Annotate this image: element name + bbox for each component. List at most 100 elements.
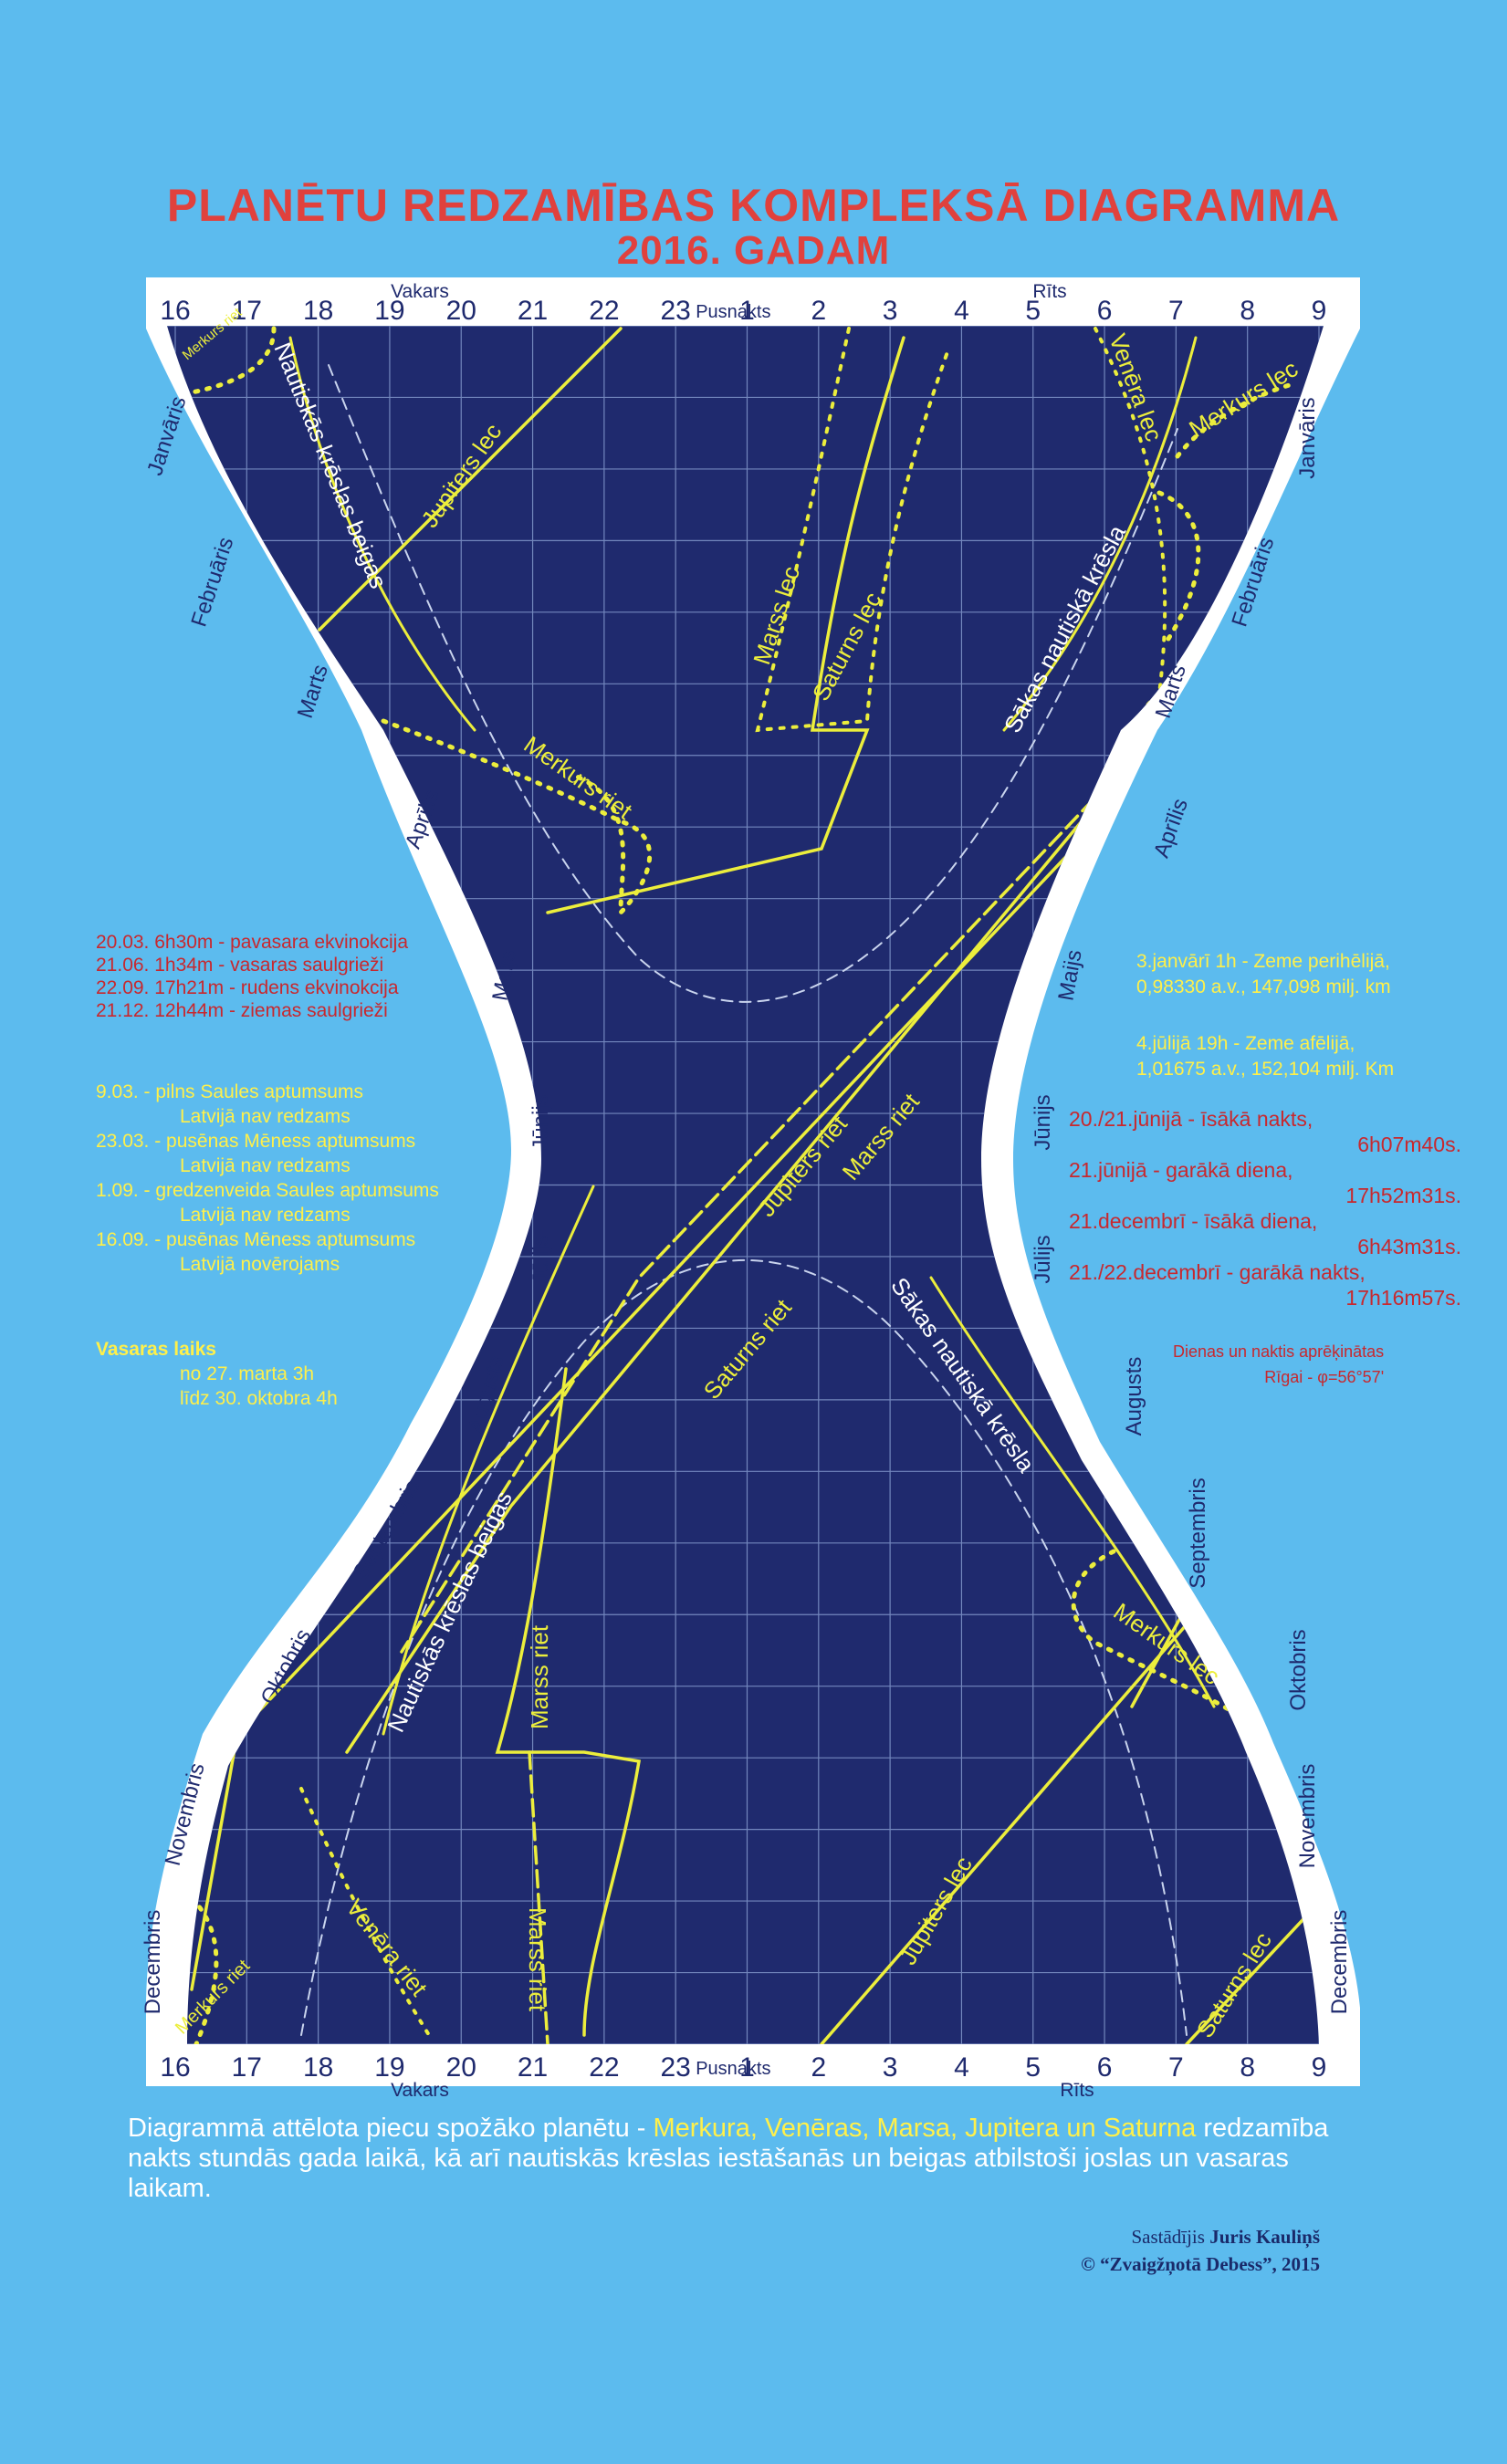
- credits-prefix: Sastādījis: [1131, 2226, 1210, 2248]
- summer-time-notes: Vasaras laiks no 27. marta 3h līdz 30. o…: [96, 1337, 338, 1411]
- hour-label: 4: [954, 296, 969, 326]
- venera-riet-line: [299, 1787, 431, 2037]
- night-line: 6h07m40s.: [1357, 1133, 1461, 1156]
- night-line: 20./21.jūnijā - īsākā nakts,: [1069, 1107, 1313, 1131]
- eclipse-line: 16.09. - pusēnas Mēness aptumsums: [96, 1229, 416, 1250]
- eclipse-notes: 9.03. - pilns Saules aptumsums Latvijā n…: [96, 1080, 439, 1277]
- hour-label: 18: [303, 296, 333, 326]
- description-highlight: Merkura, Venēras, Marsa, Jupitera un Sat…: [653, 2114, 1197, 2143]
- night-length-notes: 20./21.jūnijā - īsākā nakts, 6h07m40s. 2…: [1069, 1106, 1461, 1310]
- hour-label: 17: [232, 2052, 262, 2083]
- marss-riet-mid-line: [400, 728, 1161, 1654]
- hour-label: 3: [883, 2052, 898, 2083]
- hour-label: 16: [160, 296, 190, 326]
- marss-riet-bottom-line: [528, 1750, 549, 2044]
- hour-label: 5: [1025, 2052, 1041, 2083]
- hour-label: 1: [739, 296, 755, 326]
- hour-label: 20: [446, 296, 476, 326]
- hour-label: 6: [1097, 2052, 1113, 2083]
- month-label: Marts: [293, 662, 333, 721]
- saturns-lec-top-line: [546, 336, 905, 914]
- bottom-vakars-label: Vakars: [391, 2080, 449, 2101]
- month-label: Jūnijs: [528, 1094, 553, 1150]
- month-label: Jūnijs: [1031, 1094, 1055, 1150]
- venera-lec-line: [1094, 327, 1167, 695]
- month-label: Aprīlis: [1149, 795, 1193, 861]
- month-label: Decembris: [141, 1910, 165, 2015]
- hour-label: 7: [1168, 2052, 1184, 2083]
- month-label: Novembris: [1295, 1764, 1320, 1869]
- merkurs-riet-top-line: [189, 326, 653, 919]
- saturns-lec-bottom-line: [1185, 1905, 1316, 2044]
- midnight-label: Pusnakts: [696, 2059, 770, 2079]
- jupiters-lec-extra: [1130, 1604, 1188, 1708]
- month-label: Oktobris: [1286, 1629, 1311, 1710]
- summer-time-heading: Vasaras laiks: [96, 1339, 216, 1360]
- description-part: redzamība nakts stundās gada laikā, kā a…: [128, 2114, 1329, 2203]
- perihelion-note: 3.janvārī 1h - Zeme perihēlijā, 0,98330 …: [1136, 949, 1391, 1000]
- credits-author: Juris Kauliņš: [1209, 2226, 1320, 2248]
- eclipse-line: Latvijā nav redzams: [180, 1106, 351, 1127]
- hour-label: 2: [811, 2052, 826, 2083]
- perihelion-line: 3.janvārī 1h - Zeme perihēlijā,: [1136, 951, 1390, 972]
- credits: Sastādījis Juris Kauliņš © “Zvaigžņotā D…: [1081, 2223, 1320, 2278]
- page-title: PLANĒTU REDZAMĪBAS KOMPLEKSĀ DIAGRAMMA: [166, 180, 1341, 231]
- midnight-label: Pusnakts: [696, 302, 770, 322]
- month-label: Maijs: [1053, 948, 1086, 1003]
- nautiskas-beigas-bottom-line: [382, 1185, 595, 1736]
- eclipse-line: 1.09. - gredzenveida Saules aptumsums: [96, 1180, 439, 1201]
- night-line: 21./22.decembrī - garākā nakts,: [1069, 1260, 1366, 1284]
- marss-lec-line: [755, 327, 951, 733]
- night-line: 21.jūnijā - garākā diena,: [1069, 1158, 1293, 1182]
- eclipse-line: Latvijā novērojams: [180, 1254, 340, 1275]
- hour-label: 8: [1240, 296, 1255, 326]
- eclipse-line: 23.03. - pusēnas Mēness aptumsums: [96, 1131, 416, 1152]
- top-vakars-label: Vakars: [391, 281, 449, 302]
- month-label: Augusts: [1122, 1357, 1146, 1436]
- month-label: Janvāris: [142, 393, 191, 478]
- hour-label: 17: [232, 296, 262, 326]
- hour-label: 7: [1168, 296, 1184, 326]
- solstice-notes: 20.03. 6h30m - pavasara ekvinokcija 21.0…: [96, 931, 408, 1022]
- month-label: Septembris: [1186, 1477, 1210, 1588]
- hour-label: 2: [811, 296, 826, 326]
- marss-riet-low-line: [495, 1367, 642, 2037]
- hour-label: 21: [518, 2052, 548, 2083]
- hour-label: 18: [303, 2052, 333, 2083]
- hour-label: 19: [374, 296, 404, 326]
- jupiters-lec-bottom-line: [820, 1623, 1188, 2044]
- computed-note: Dienas un naktis aprēķinātas Rīgai - φ=5…: [1173, 1339, 1384, 1390]
- twilight-curve-bottom: [300, 1259, 1188, 2036]
- computed-line: Dienas un naktis aprēķinātas: [1173, 1342, 1385, 1361]
- sakas-nautiska-top-line: [1002, 336, 1198, 732]
- hour-label: 3: [883, 296, 898, 326]
- hour-label: 16: [160, 2052, 190, 2083]
- aphelion-line: 1,01675 a.v., 152,104 milj. Km: [1136, 1059, 1395, 1080]
- hour-label: 22: [589, 296, 619, 326]
- hour-label: 23: [661, 296, 691, 326]
- hour-label: 5: [1025, 296, 1041, 326]
- hour-label: 1: [739, 2052, 755, 2083]
- summer-time-line: līdz 30. oktobra 4h: [180, 1388, 338, 1409]
- hour-label: 19: [374, 2052, 404, 2083]
- perihelion-line: 0,98330 a.v., 147,098 milj. km: [1136, 976, 1391, 997]
- eclipse-line: Latvijā nav redzams: [180, 1155, 351, 1176]
- eclipse-line: Latvijā nav redzams: [180, 1205, 351, 1226]
- solstice-line: 21.12. 12h44m - ziemas saulgrieži: [96, 1000, 388, 1021]
- month-label: Februāris: [186, 534, 238, 630]
- planet-curves: [189, 326, 1316, 2044]
- sakas-nautiska-bottom-line: [929, 1276, 1216, 1708]
- top-rits-label: Rīts: [1032, 281, 1066, 302]
- solstice-line: 22.09. 17h21m - rudens ekvinokcija: [96, 977, 399, 998]
- month-label: Decembris: [1327, 1910, 1352, 2015]
- twilight-curve-top: [328, 364, 1178, 1003]
- night-line: 21.decembrī - īsākā diena,: [1069, 1209, 1318, 1233]
- hour-label: 9: [1312, 296, 1327, 326]
- hour-label: 21: [518, 296, 548, 326]
- label-marss-riet-bottom: Marss riet: [524, 1907, 551, 2012]
- hour-label: 4: [954, 2052, 969, 2083]
- bottom-rits-label: Rīts: [1060, 2080, 1094, 2101]
- nautiskas-beigas-top-line: [288, 336, 476, 732]
